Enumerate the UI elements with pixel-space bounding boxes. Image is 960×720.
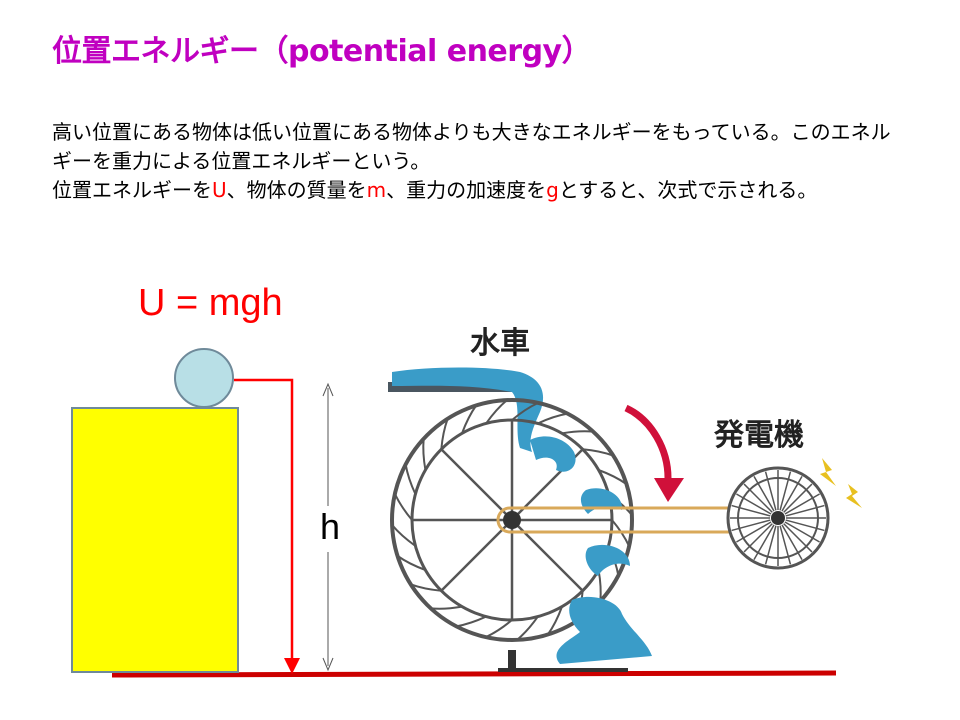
variable-m: m (366, 178, 387, 202)
generator (726, 466, 830, 570)
wheel-base (498, 668, 628, 672)
water-wheel-label: 水車 (470, 326, 530, 361)
fall-arrowhead (284, 658, 300, 674)
spark-icon-2 (846, 484, 862, 508)
rotation-arrow (624, 404, 672, 479)
yellow-block (71, 407, 239, 673)
formula: U = mgh (138, 282, 283, 324)
description-line-1: 高い位置にある物体は低い位置にある物体よりも大きなエネルギーをもっている。このエ… (52, 120, 891, 173)
ball (174, 348, 234, 408)
ground-line (111, 670, 837, 678)
variable-u: U (212, 178, 227, 202)
water-wheel (388, 367, 684, 672)
water-stream-top (392, 367, 544, 452)
water-stream-bottom (556, 596, 652, 664)
description-line-2c: 、重力の加速度を (386, 178, 547, 202)
wheel-outer-rim (390, 398, 634, 642)
spark-icon-1 (820, 458, 836, 486)
height-label: h (320, 506, 341, 547)
variable-g: g (546, 178, 559, 202)
description-line-2b: 、物体の質量を (226, 178, 367, 202)
fall-path-arrow (234, 378, 294, 660)
description-line-2d: とすると、次式で示される。 (558, 178, 818, 202)
rotation-arrowhead (654, 478, 684, 502)
water-bucket-1 (530, 436, 576, 472)
wheel-hub (503, 511, 521, 529)
height-label-bg (314, 506, 344, 552)
page-title: 位置エネルギー（potential energy） (52, 34, 592, 69)
description-line-2a: 位置エネルギーを (52, 178, 212, 202)
height-arrow-bottom (322, 657, 334, 672)
height-arrow-top (322, 382, 334, 397)
generator-label: 発電機 (714, 418, 804, 453)
description-text: 高い位置にある物体は低い位置にある物体よりも大きなエネルギーをもっている。このエ… (52, 118, 902, 205)
water-bucket-3 (585, 544, 630, 576)
water-bucket-2 (580, 488, 623, 514)
wheel-support (508, 650, 516, 670)
